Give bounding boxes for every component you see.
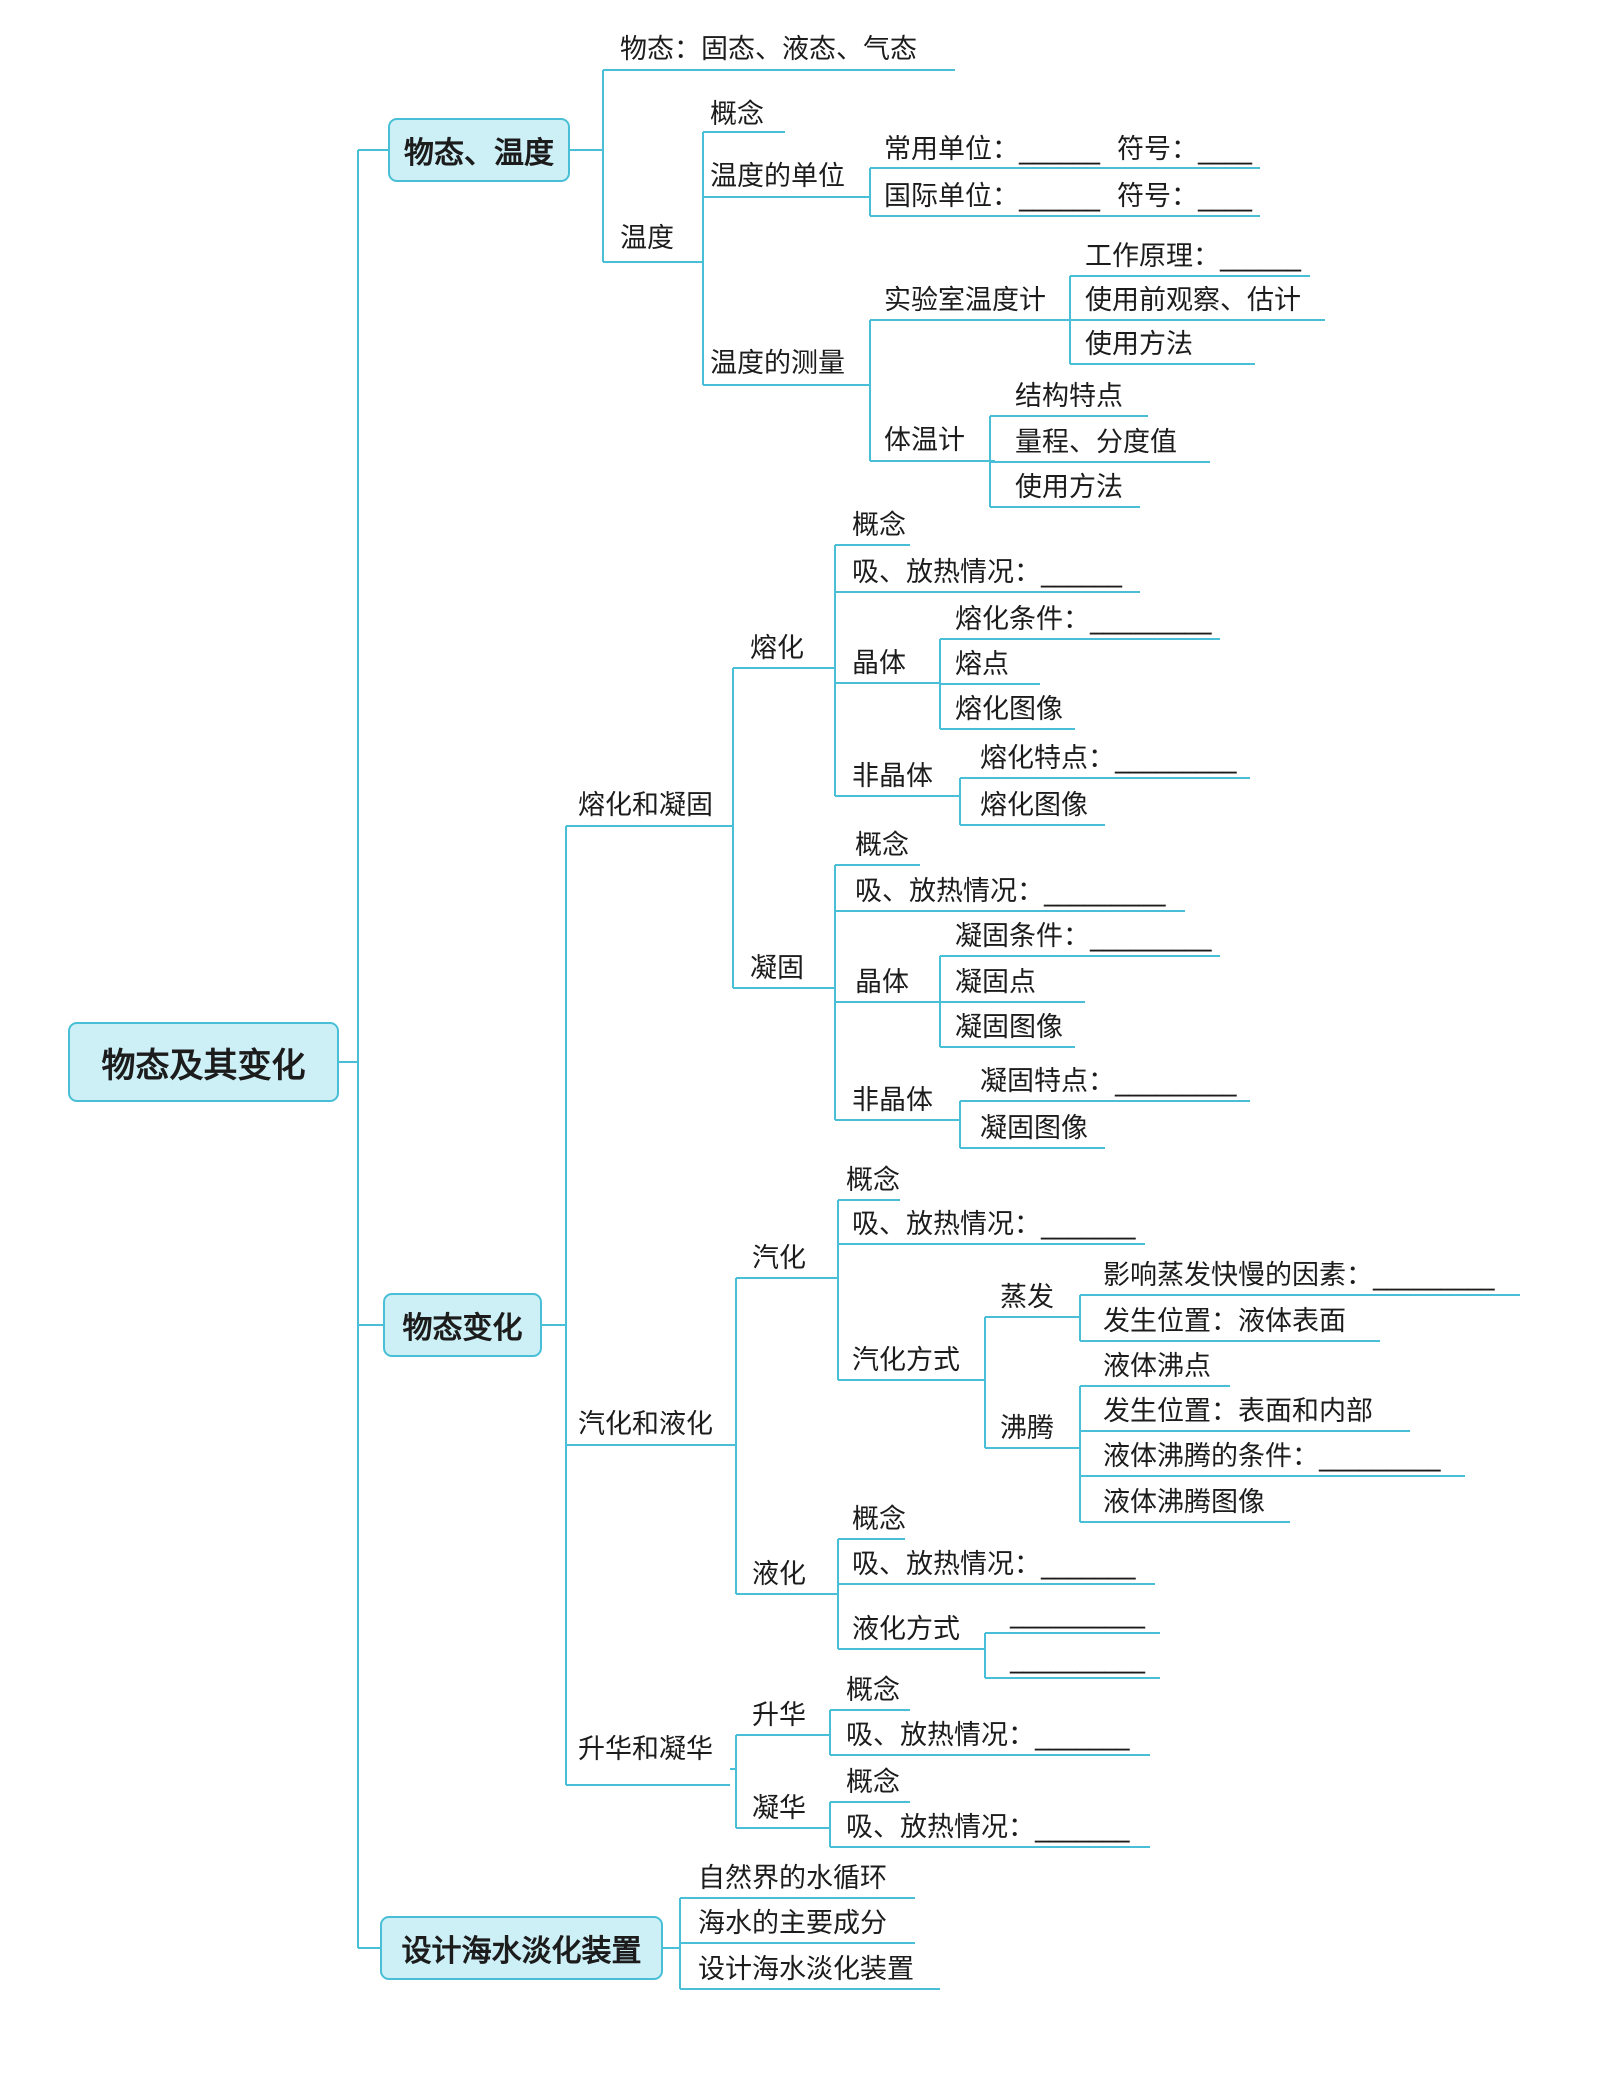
node-l-way1: __________: [1010, 1598, 1145, 1629]
node-temperature: 温度: [620, 223, 674, 254]
node-states: 物态：固态、液态、气态: [620, 34, 917, 65]
node-common-symbol: 符号：____: [1117, 134, 1252, 165]
node-l-heat: 吸、放热情况：_______: [852, 1549, 1136, 1580]
node-evaporation: 蒸发: [1000, 1282, 1054, 1313]
node-boil-graph: 液体沸腾图像: [1103, 1487, 1265, 1518]
node-s-graph2: 凝固图像: [980, 1113, 1088, 1144]
node-boiling: 沸腾: [1000, 1413, 1054, 1444]
node-boil-cond: 液体沸腾的条件：_________: [1103, 1441, 1441, 1472]
node-cl-range: 量程、分度值: [1015, 427, 1177, 458]
branch-state-temperature: 物态、温度: [388, 118, 570, 182]
node-m-heat: 吸、放热情况：______: [852, 557, 1122, 588]
node-sub-dep: 升华和凝华: [578, 1734, 713, 1765]
node-m-concept: 概念: [852, 510, 906, 541]
node-temp-measure: 温度的测量: [710, 348, 845, 379]
node-m-graph: 熔化图像: [955, 694, 1063, 725]
node-cl-structure: 结构特点: [1015, 381, 1123, 412]
node-dep-concept: 概念: [846, 1767, 900, 1798]
node-temp-concept: 概念: [710, 99, 764, 130]
root-node: 物态及其变化: [68, 1022, 339, 1102]
node-melt-solidify: 熔化和凝固: [578, 790, 713, 821]
node-lab-observe: 使用前观察、估计: [1085, 285, 1301, 316]
node-sublimation: 升华: [752, 1700, 806, 1731]
node-evap-pos: 发生位置：液体表面: [1103, 1306, 1346, 1337]
node-melting: 熔化: [750, 633, 804, 664]
node-si-symbol: 符号：____: [1117, 181, 1252, 212]
node-seawater-composition: 海水的主要成分: [698, 1908, 887, 1939]
node-s-concept: 概念: [855, 830, 909, 861]
node-m-feature: 熔化特点：_________: [980, 743, 1237, 774]
node-s-heat: 吸、放热情况：_________: [855, 876, 1166, 907]
node-s-point: 凝固点: [955, 967, 1036, 998]
node-lab-thermometer: 实验室温度计: [884, 285, 1046, 316]
node-common-unit: 常用单位：______: [884, 134, 1100, 165]
node-m-cond: 熔化条件：_________: [955, 604, 1212, 635]
node-v-heat: 吸、放热情况：_______: [852, 1209, 1136, 1240]
node-lab-principle: 工作原理：______: [1085, 241, 1301, 272]
node-m-point: 熔点: [955, 649, 1009, 680]
node-desal-device: 设计海水淡化装置: [698, 1954, 914, 1985]
node-s-feature: 凝固特点：_________: [980, 1066, 1237, 1097]
node-sub-heat: 吸、放热情况：_______: [846, 1720, 1130, 1751]
node-vaporize: 汽化: [752, 1243, 806, 1274]
node-s-cond: 凝固条件：_________: [955, 921, 1212, 952]
branch-state-change: 物态变化: [383, 1293, 542, 1357]
node-cl-method: 使用方法: [1015, 472, 1123, 503]
node-s-amorph: 非晶体: [852, 1085, 933, 1116]
node-m-crystal: 晶体: [852, 648, 906, 679]
node-v-ways: 汽化方式: [852, 1345, 960, 1376]
node-s-graph: 凝固图像: [955, 1012, 1063, 1043]
node-temp-unit: 温度的单位: [710, 161, 845, 192]
node-evap-factor: 影响蒸发快慢的因素：_________: [1103, 1260, 1495, 1291]
node-m-amorph: 非晶体: [852, 761, 933, 792]
node-deposition: 凝华: [752, 1793, 806, 1824]
node-m-graph2: 熔化图像: [980, 790, 1088, 821]
node-sub-concept: 概念: [846, 1675, 900, 1706]
node-l-concept: 概念: [852, 1504, 906, 1535]
node-v-concept: 概念: [846, 1165, 900, 1196]
branch-desalination: 设计海水淡化装置: [380, 1916, 663, 1980]
node-s-crystal: 晶体: [855, 967, 909, 998]
node-boil-point: 液体沸点: [1103, 1351, 1211, 1382]
node-solidify: 凝固: [750, 953, 804, 984]
node-boil-pos: 发生位置：表面和内部: [1103, 1396, 1373, 1427]
node-water-cycle: 自然界的水循环: [698, 1863, 887, 1894]
node-clinical-thermometer: 体温计: [884, 425, 965, 456]
node-lab-method: 使用方法: [1085, 329, 1193, 360]
node-l-ways: 液化方式: [852, 1614, 960, 1645]
node-liquefy: 液化: [752, 1559, 806, 1590]
node-l-way2: __________: [1010, 1643, 1145, 1674]
node-dep-heat: 吸、放热情况：_______: [846, 1812, 1130, 1843]
node-vap-liq: 汽化和液化: [578, 1409, 713, 1440]
node-si-unit: 国际单位：______: [884, 181, 1100, 212]
